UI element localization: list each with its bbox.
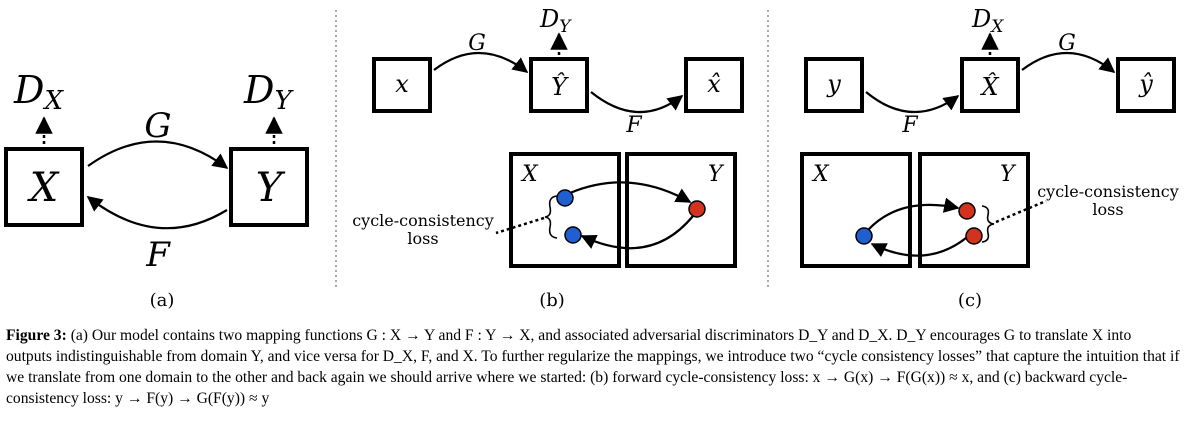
backward-arrow: [580, 215, 694, 250]
node-yhat-label: ŷ: [1138, 70, 1153, 98]
node-xhat-box: [684, 57, 744, 113]
panel-c-caption: (c): [958, 290, 982, 311]
domain-y-label: Y: [1000, 162, 1017, 187]
red-point-translated: [688, 200, 706, 218]
red-point-reconstructed: [965, 227, 983, 245]
panel-a-caption: (a): [150, 290, 175, 311]
node-x-box: [4, 147, 84, 227]
disc-y-label: DY: [243, 68, 294, 116]
mapping-g-arrow: [433, 51, 529, 73]
backward-arrow: [870, 237, 967, 258]
blue-point-reconstructed: [564, 226, 582, 244]
domain-y-box: [918, 152, 1030, 268]
mapping-f-label: F: [625, 113, 642, 138]
red-point-original: [958, 202, 976, 220]
mapping-g-arrow: [1021, 51, 1116, 73]
panel-c: y X̂ ŷ DX F G X Y cycle-consistency loss…: [800, 5, 1179, 311]
node-yhat-box: [1116, 57, 1176, 113]
figure-caption: Figure 3: (a) Our model contains two map…: [6, 325, 1180, 409]
blue-point-original: [556, 189, 574, 207]
node-y-label: Y: [256, 165, 286, 211]
loss-brace: [981, 205, 995, 243]
mapping-g-label: G: [468, 31, 486, 56]
node-yhat-label: Ŷ: [551, 72, 569, 101]
disc-label: DY: [539, 5, 572, 37]
panel-b: x Ŷ x̂ DY G F X Y cycle-consistency loss…: [352, 5, 744, 311]
panel-b-caption: (b): [539, 290, 565, 311]
node-xhat-label: X̂: [979, 73, 999, 101]
node-x-label: X: [27, 165, 60, 211]
forward-arrow: [867, 197, 960, 231]
loss-label-line1: cycle-consistency: [352, 211, 494, 230]
node-y-label: y: [826, 70, 841, 98]
node-xhat-label: x̂: [707, 70, 721, 98]
domain-y-label: Y: [708, 162, 725, 187]
caption-text: (a) Our model contains two mapping funct…: [6, 327, 1180, 407]
mapping-f-arrow: [865, 91, 960, 114]
loss-pointer: [495, 216, 545, 235]
disc-x-label: DX: [13, 68, 64, 116]
loss-label-line2: loss: [1092, 200, 1123, 219]
loss-label-line1: cycle-consistency: [1037, 182, 1179, 201]
mapping-f-label: F: [145, 235, 171, 275]
node-y-box: [229, 147, 309, 227]
mapping-f-arrow: [86, 196, 228, 230]
node-x-box: [372, 57, 432, 113]
loss-label-line2: loss: [407, 229, 438, 248]
forward-arrow: [569, 181, 692, 203]
loss-brace: [544, 195, 558, 239]
domain-x-label: X: [520, 162, 539, 187]
node-xhat-box: [960, 57, 1020, 113]
caption-label: Figure 3:: [6, 327, 67, 344]
disc-label: DX: [971, 5, 1004, 37]
loss-pointer: [995, 199, 1047, 224]
mapping-g-label: G: [1058, 31, 1076, 56]
node-x-label: x: [395, 70, 409, 98]
domain-x-box: [509, 152, 621, 268]
blue-point-translated: [855, 227, 873, 245]
domain-x-label: X: [811, 162, 830, 187]
cyclegan-figure: X Y DX DY G F (a) x Ŷ x̂ DY G F: [4, 5, 1179, 311]
node-y-box: [804, 57, 864, 113]
domain-y-box: [625, 152, 737, 268]
mapping-g-label: G: [144, 106, 171, 146]
mapping-f-label: F: [901, 113, 918, 138]
node-yhat-box: [529, 57, 589, 113]
panel-a: X Y DX DY G F (a): [4, 68, 309, 311]
domain-x-box: [800, 152, 912, 268]
mapping-g-arrow: [87, 140, 229, 169]
mapping-f-arrow: [590, 91, 684, 114]
